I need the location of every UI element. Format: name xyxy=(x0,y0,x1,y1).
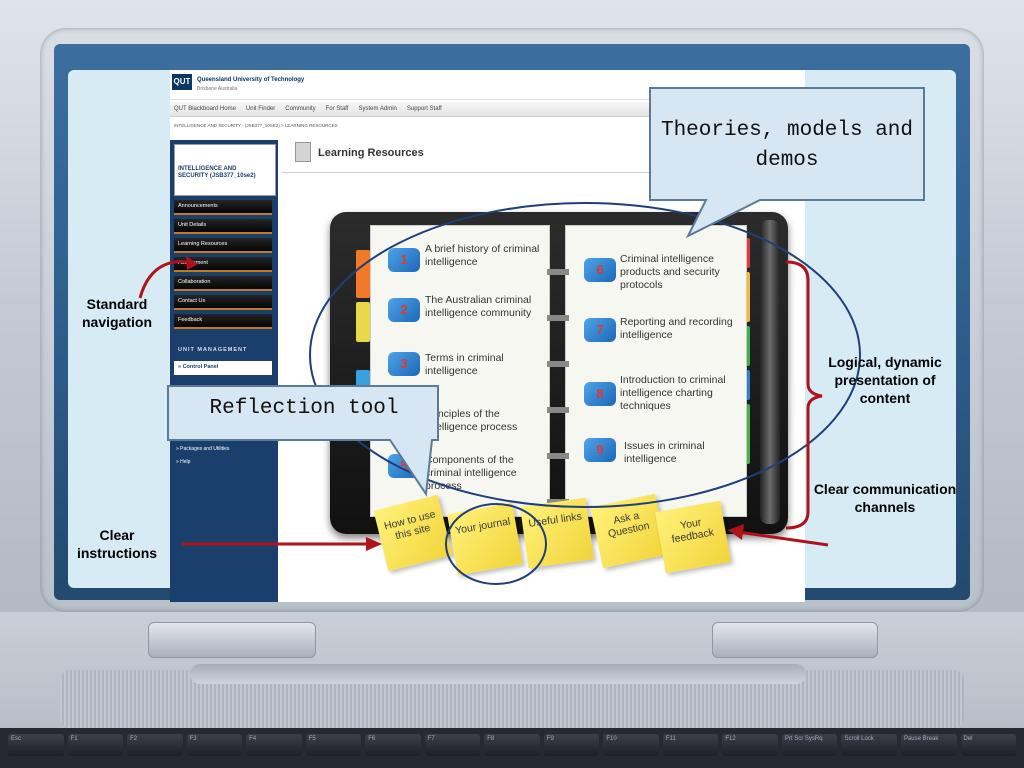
key-f1[interactable]: F1 xyxy=(67,734,124,756)
reflection-callout-shape xyxy=(167,385,439,497)
key-f12[interactable]: F12 xyxy=(722,734,778,756)
content-highlight-ellipse xyxy=(309,202,861,508)
document-icon xyxy=(295,142,311,162)
page-title: Learning Resources xyxy=(318,147,424,159)
puzzle-icon-7: 7 xyxy=(584,318,616,342)
topic-link-6[interactable]: Criminal intelligence products and secur… xyxy=(620,253,720,291)
key-f4[interactable]: F4 xyxy=(246,734,302,756)
topic-link-1[interactable]: A brief history of criminal intelligence xyxy=(425,243,540,268)
reflection-callout-text: Reflection tool xyxy=(209,397,399,420)
puzzle-icon-3: 3 xyxy=(388,352,420,376)
logical-presentation-label: Logical, dynamic presentation of content xyxy=(828,354,942,406)
course-title[interactable]: INTELLIGENCE AND SECURITY (JSB377_10se2) xyxy=(178,166,256,179)
puzzle-icon-1: 1 xyxy=(388,248,420,272)
puzzle-icon-8: 8 xyxy=(584,382,616,406)
key-pause[interactable]: Pause Break xyxy=(900,734,957,756)
title-divider xyxy=(282,172,805,173)
binder-rings xyxy=(547,245,569,505)
menu-unit-details[interactable]: Unit Details xyxy=(174,219,272,234)
standard-navigation-label: Standard navigation xyxy=(81,296,152,330)
topic-link-4[interactable]: Principles of the intelligence process xyxy=(425,408,518,433)
menu-collaboration[interactable]: Collaboration xyxy=(174,276,272,291)
content-bracket xyxy=(785,260,823,530)
blackboard-page: QUT Queensland University of Technology … xyxy=(170,70,805,602)
media-bar xyxy=(190,664,806,684)
unit-management-heading: UNIT MANAGEMENT xyxy=(178,347,248,353)
nav-community[interactable]: Community xyxy=(285,106,316,112)
help-link[interactable]: » Help xyxy=(176,459,191,465)
key-f2[interactable]: F2 xyxy=(127,734,183,756)
keyboard: Esc F1 F2 F3 F4 F5 F6 F7 F8 F9 F10 F11 F… xyxy=(0,728,1024,768)
menu-contact-us[interactable]: Contact Us xyxy=(174,295,272,310)
key-f7[interactable]: F7 xyxy=(424,734,481,756)
topic-link-7[interactable]: Reporting and recording intelligence xyxy=(620,316,733,341)
topic-link-9[interactable]: Issues in criminal intelligence xyxy=(624,440,705,465)
menu-learning-resources[interactable]: Learning Resources xyxy=(174,238,272,253)
university-location: Brisbane Australia xyxy=(197,86,238,92)
topic-link-2[interactable]: The Australian criminal intelligence com… xyxy=(425,294,532,319)
packages-utilities-link[interactable]: » Packages and Utilities xyxy=(176,446,230,452)
nav-blackboard-home[interactable]: QUT Blackboard Home xyxy=(174,106,236,112)
organizer-tab-yellow xyxy=(356,302,370,342)
clear-communication-label: Clear communication channels xyxy=(813,481,957,515)
key-f6[interactable]: F6 xyxy=(365,734,421,756)
key-f8[interactable]: F8 xyxy=(484,734,540,756)
nav-system-admin[interactable]: System Admin xyxy=(358,106,397,112)
menu-feedback[interactable]: Feedback xyxy=(174,314,272,329)
theories-callout-shape xyxy=(649,87,925,239)
nav-unit-finder[interactable]: Unit Finder xyxy=(245,106,276,112)
pen-image xyxy=(760,220,780,524)
clear-instructions-label: Clear instructions xyxy=(76,527,158,561)
university-name: Queensland University of Technology xyxy=(197,77,305,83)
qut-logo[interactable]: QUT xyxy=(172,74,192,90)
topic-link-3[interactable]: Terms in criminal intelligence xyxy=(425,352,504,377)
control-panel-link[interactable]: » Control Panel xyxy=(174,361,272,375)
key-f11[interactable]: F11 xyxy=(662,734,719,756)
menu-announcements[interactable]: Announcements xyxy=(174,200,272,215)
key-f3[interactable]: F3 xyxy=(186,734,243,756)
key-scroll-lock[interactable]: Scroll Lock xyxy=(841,734,897,756)
course-title-box xyxy=(174,144,276,196)
journal-highlight-ellipse xyxy=(445,503,547,585)
instructions-arrow-head xyxy=(366,537,382,551)
top-nav: QUT Blackboard Home Unit Finder Communit… xyxy=(170,102,805,117)
hinge-right xyxy=(712,622,878,658)
key-esc[interactable]: Esc xyxy=(8,734,64,756)
theories-callout-text: Theories, models and demos xyxy=(660,119,914,172)
key-f10[interactable]: F10 xyxy=(603,734,659,756)
nav-arrow-head xyxy=(186,256,198,270)
topic-link-8[interactable]: Introduction to criminal intelligence ch… xyxy=(620,374,726,412)
communication-arrow xyxy=(737,530,829,547)
breadcrumb: INTELLIGENCE AND SECURITY - (JSB377_10SE… xyxy=(174,123,338,128)
hinge-left xyxy=(148,622,316,658)
key-f9[interactable]: F9 xyxy=(543,734,600,756)
nav-for-staff[interactable]: For Staff xyxy=(325,106,349,112)
puzzle-icon-9: 9 xyxy=(584,438,616,462)
key-prtscr[interactable]: Prt Scr SysRq xyxy=(781,734,838,756)
puzzle-icon-6: 6 xyxy=(584,258,616,282)
key-f5[interactable]: F5 xyxy=(305,734,362,756)
puzzle-icon-2: 2 xyxy=(388,298,420,322)
communication-arrow-head xyxy=(728,524,744,540)
key-del[interactable]: Del xyxy=(960,734,1017,756)
nav-support-staff[interactable]: Support Staff xyxy=(406,106,442,112)
